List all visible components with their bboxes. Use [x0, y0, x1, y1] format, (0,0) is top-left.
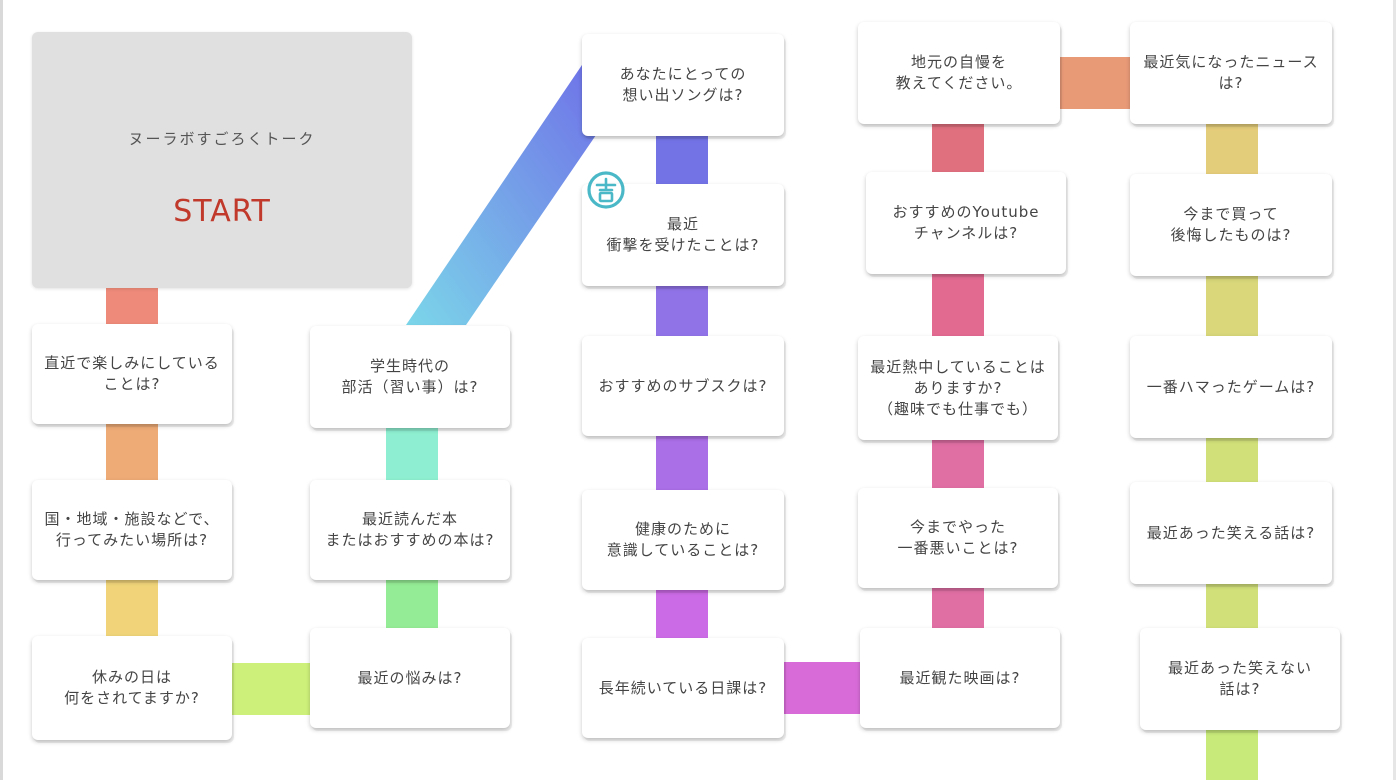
frame-right-border — [1393, 0, 1396, 780]
connector-c5 — [386, 428, 438, 480]
start-square[interactable]: ヌーラボすごろくトーク START — [32, 32, 412, 288]
connector-c13 — [932, 274, 984, 336]
connector-c6 — [656, 136, 708, 184]
square-8[interactable]: 最近 衝撃を受けたことは? — [582, 184, 784, 286]
connector-c2 — [106, 580, 158, 636]
connector-c7 — [656, 286, 708, 336]
connector-c4 — [386, 580, 438, 630]
connector-c12 — [932, 440, 984, 488]
square-9[interactable]: おすすめのサブスクは? — [582, 336, 784, 436]
connector-end — [1206, 730, 1258, 780]
square-18[interactable]: 今まで買って 後悔したものは? — [1130, 174, 1332, 276]
connector-c14 — [932, 124, 984, 172]
connector-c16 — [1206, 124, 1258, 174]
square-1[interactable]: 直近で楽しみにしている ことは? — [32, 324, 232, 424]
square-19[interactable]: 一番ハマったゲームは? — [1130, 336, 1332, 438]
square-12[interactable]: 最近観た映画は? — [860, 628, 1060, 728]
square-6[interactable]: 学生時代の 部活（習い事）は? — [310, 326, 510, 428]
connector-c10 — [784, 662, 860, 714]
connector-c11 — [932, 588, 984, 628]
logo-box — [598, 191, 614, 203]
square-10[interactable]: 健康のために 意識していることは? — [582, 490, 784, 590]
square-16[interactable]: 地元の自慢を 教えてください。 — [858, 22, 1060, 124]
square-4[interactable]: 最近の悩みは? — [310, 628, 510, 728]
connector-c9 — [656, 590, 708, 638]
start-label: START — [173, 194, 271, 229]
square-5[interactable]: 最近読んだ本 またはおすすめの本は? — [310, 480, 510, 580]
connector-c19 — [1206, 584, 1258, 628]
square-7[interactable]: あなたにとっての 想い出ソングは? — [582, 34, 784, 136]
square-13[interactable]: 今までやった 一番悪いことは? — [858, 488, 1058, 588]
square-20[interactable]: 最近あった笑える話は? — [1130, 482, 1332, 584]
square-3[interactable]: 休みの日は 何をされてますか? — [32, 636, 232, 740]
square-17[interactable]: 最近気になったニュース は? — [1130, 22, 1332, 124]
connector-start — [106, 288, 158, 324]
connector-diagonal — [406, 62, 596, 325]
game-title: ヌーラボすごろくトーク — [128, 130, 316, 148]
connector-c17 — [1206, 276, 1258, 336]
square-14[interactable]: 最近熱中していることは ありますか? （趣味でも仕事でも） — [858, 336, 1058, 440]
connector-c1 — [106, 424, 158, 480]
square-2[interactable]: 国・地域・施設などで、 行ってみたい場所は? — [32, 480, 232, 580]
connector-c3 — [232, 663, 310, 715]
square-11[interactable]: 長年続いている日課は? — [582, 638, 784, 738]
connector-c15 — [1060, 57, 1130, 109]
nulab-logo-icon — [587, 171, 625, 209]
square-21[interactable]: 最近あった笑えない 話は? — [1140, 628, 1340, 730]
square-15[interactable]: おすすめのYoutube チャンネルは? — [866, 172, 1066, 274]
connector-c18 — [1206, 438, 1258, 482]
connector-c8 — [656, 436, 708, 490]
frame-left-border — [0, 0, 3, 780]
logo-ring — [587, 171, 625, 209]
